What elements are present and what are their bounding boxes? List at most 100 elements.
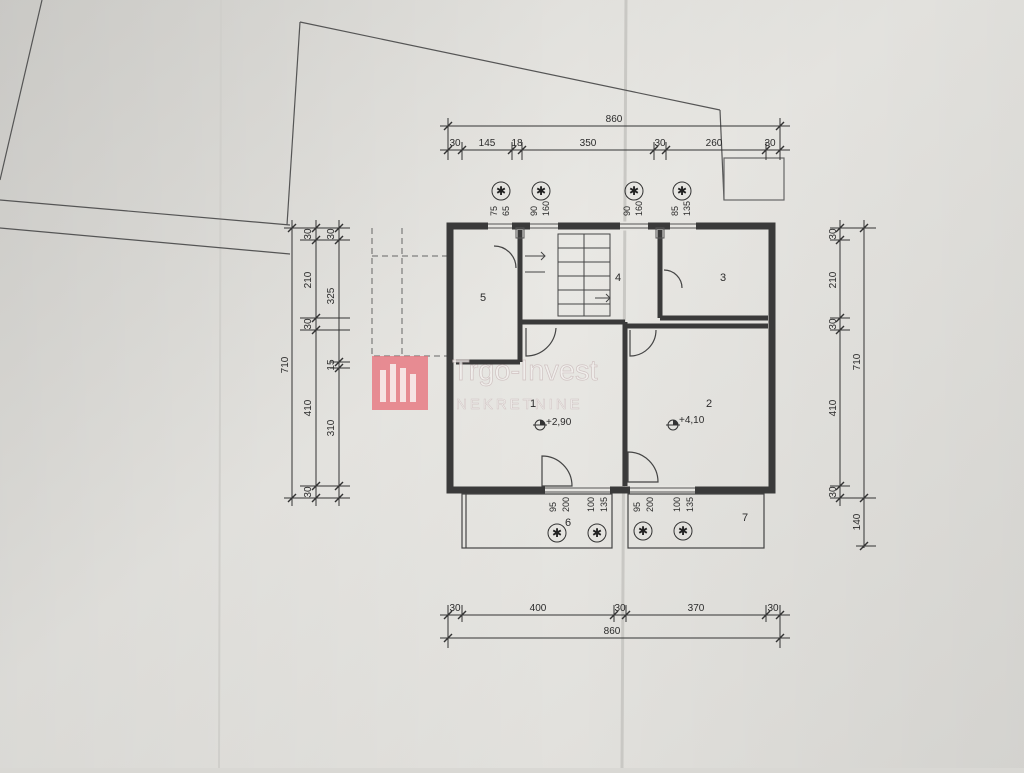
window-sizes-top: 75 65 90 160 90 160 85 135	[489, 201, 692, 216]
svg-text:400: 400	[530, 603, 547, 614]
room-7-label: 7	[742, 512, 748, 524]
right-dimension-ticks	[835, 223, 869, 551]
room-5-label: 5	[480, 292, 486, 304]
svg-text:260: 260	[706, 138, 723, 149]
svg-text:30: 30	[764, 138, 776, 149]
room-2-label: 2	[706, 398, 712, 410]
watermark-subtitle: NEKRETNINE	[456, 396, 583, 413]
svg-text:100: 100	[672, 497, 682, 512]
right-dimension-lines	[830, 220, 876, 548]
room-1-label: 1	[530, 398, 536, 410]
svg-text:30: 30	[828, 318, 839, 330]
window-marker-icon	[672, 181, 692, 201]
svg-text:✱: ✱	[592, 526, 602, 540]
right-dimension-labels: 30 210 30 410 30 710 140	[828, 228, 863, 530]
svg-text:30: 30	[828, 486, 839, 498]
svg-text:145: 145	[479, 138, 496, 149]
svg-text:140: 140	[852, 513, 863, 530]
bottom-dimension-labels: 30 400 30 370 30 860	[449, 603, 779, 637]
window-symbols-bottom	[547, 521, 693, 543]
svg-text:310: 310	[326, 419, 337, 436]
svg-text:30: 30	[449, 138, 461, 149]
svg-text:65: 65	[501, 206, 511, 216]
level-marker-icon	[533, 419, 547, 431]
svg-text:15: 15	[326, 359, 337, 371]
window-marker-icon	[673, 521, 693, 541]
top-total-dim: 860	[606, 114, 623, 125]
svg-text:30: 30	[303, 228, 314, 240]
svg-text:200: 200	[645, 497, 655, 512]
building-outline	[446, 222, 776, 494]
svg-text:✱: ✱	[552, 526, 562, 540]
svg-text:30: 30	[767, 603, 779, 614]
window-marker-icon	[547, 523, 567, 543]
svg-text:90: 90	[529, 206, 539, 216]
top-dimension-ticks	[443, 121, 785, 155]
svg-text:✱: ✱	[496, 184, 506, 198]
window-symbols-top	[491, 181, 692, 201]
svg-text:160: 160	[634, 201, 644, 216]
plot-boundary	[0, 0, 785, 255]
window-frames	[488, 223, 696, 493]
window-marker-icon	[531, 181, 551, 201]
room-labels: 1 2 3 4 5 6 7	[480, 272, 748, 529]
window-marker-icon	[633, 521, 653, 541]
svg-text:30: 30	[303, 486, 314, 498]
balconies	[461, 493, 765, 549]
svg-text:✱: ✱	[536, 184, 546, 198]
svg-text:30: 30	[654, 138, 666, 149]
top-dimension-labels: 860 30 145 18 350 30 260 30	[449, 114, 776, 149]
svg-text:325: 325	[326, 287, 337, 304]
door-swings	[493, 245, 683, 487]
svg-text:210: 210	[303, 271, 314, 288]
window-marker-icon	[624, 181, 644, 201]
svg-text:✱: ✱	[638, 524, 648, 538]
svg-text:410: 410	[303, 399, 314, 416]
svg-text:95: 95	[548, 502, 558, 512]
svg-text:30: 30	[326, 228, 337, 240]
level-room-2: +4,10	[679, 415, 705, 426]
window-sizes-bottom: 95 200 100 135 95 200 100 135	[548, 497, 695, 512]
svg-text:135: 135	[599, 497, 609, 512]
svg-text:370: 370	[688, 603, 705, 614]
svg-text:30: 30	[449, 603, 461, 614]
left-total-dim: 710	[280, 356, 291, 373]
svg-text:✱: ✱	[678, 524, 688, 538]
svg-text:95: 95	[632, 502, 642, 512]
level-markers: +2,90 +4,10	[533, 415, 705, 431]
svg-text:160: 160	[541, 201, 551, 216]
svg-text:75: 75	[489, 206, 499, 216]
window-marker-icon	[587, 523, 607, 543]
room-6-label: 6	[565, 517, 571, 529]
bottom-total-dim: 860	[604, 626, 621, 637]
watermark-brand: Trgo-Invest	[452, 355, 598, 387]
level-marker-icon	[666, 419, 680, 431]
window-marker-icon	[491, 181, 511, 201]
room-3-label: 3	[720, 272, 726, 284]
window-openings	[488, 221, 696, 495]
svg-text:410: 410	[828, 399, 839, 416]
svg-text:210: 210	[828, 271, 839, 288]
svg-text:100: 100	[586, 497, 596, 512]
bottom-dimension-ticks	[443, 610, 785, 643]
svg-text:30: 30	[614, 603, 626, 614]
svg-text:85: 85	[670, 206, 680, 216]
svg-text:135: 135	[685, 497, 695, 512]
svg-text:30: 30	[303, 318, 314, 330]
svg-text:✱: ✱	[629, 184, 639, 198]
bottom-dimension-lines	[440, 605, 790, 648]
svg-text:30: 30	[828, 228, 839, 240]
staircase	[525, 233, 611, 317]
left-dimension-ticks	[287, 223, 344, 503]
svg-text:18: 18	[511, 138, 523, 149]
left-dimension-labels: 710 30 210 30 410 30 30 325 15 310	[280, 228, 337, 498]
svg-text:✱: ✱	[677, 184, 687, 198]
svg-text:200: 200	[561, 497, 571, 512]
svg-text:135: 135	[682, 201, 692, 216]
interior-walls	[456, 230, 768, 486]
level-room-1: +2,90	[546, 417, 572, 428]
right-total-dim: 710	[852, 353, 863, 370]
svg-text:350: 350	[580, 138, 597, 149]
watermark: Trgo-Invest NEKRETNINE	[372, 355, 598, 413]
